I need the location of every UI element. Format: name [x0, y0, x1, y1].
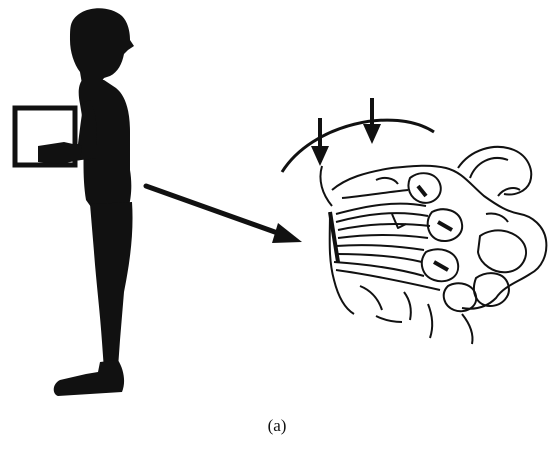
figure-caption: (a) [0, 416, 554, 436]
force-arrows [282, 98, 434, 172]
spine-anatomy-illustration [320, 147, 546, 344]
person-silhouette [34, 8, 134, 396]
pointer-arrow [146, 186, 302, 243]
hand [38, 142, 82, 164]
